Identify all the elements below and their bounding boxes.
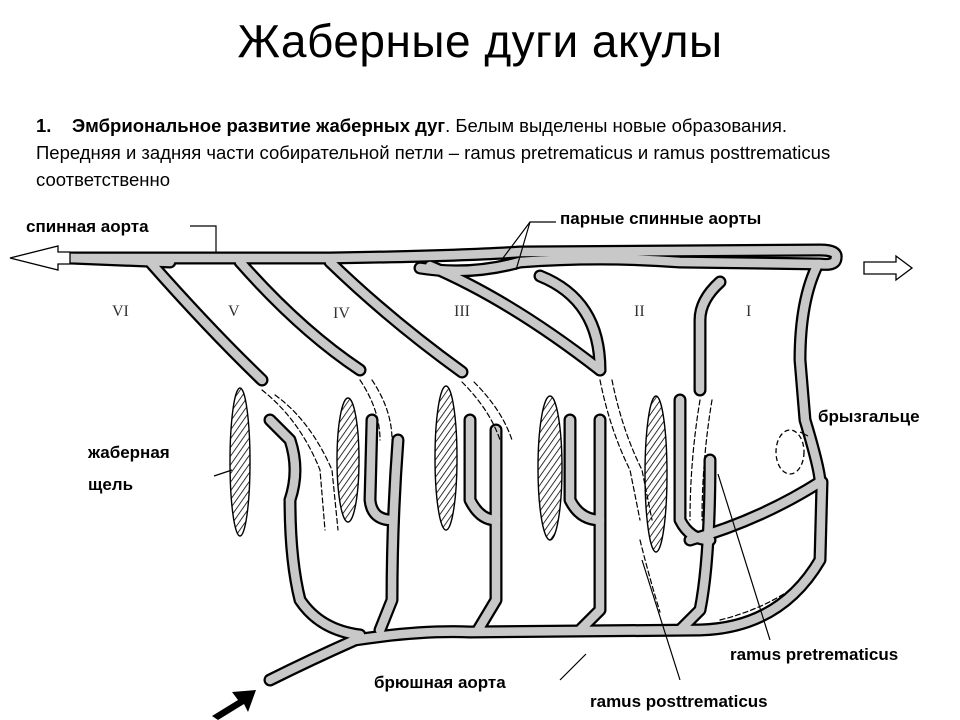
description-heading: Эмбриональное развитие жаберных дуг	[72, 115, 446, 136]
new-formations-dashed	[261, 379, 791, 621]
right-outline-arrow	[863, 254, 914, 282]
gill-slit-1	[229, 387, 251, 537]
description-text-2: Передняя и задняя части собирательной пе…	[36, 142, 831, 190]
label-ramus-posttrematicus: ramus posttrematicus	[590, 692, 768, 711]
label-ventral-aorta: брюшная аорта	[374, 673, 506, 692]
leader-lines	[190, 221, 809, 681]
label-gill-slit-line1: жаберная	[87, 443, 170, 462]
arch-numeral-iv: IV	[333, 305, 350, 322]
label-paired-dorsal-aortae: парные спинные аорты	[560, 209, 761, 228]
description-number: 1.	[36, 115, 52, 136]
arch-numeral-i: I	[746, 303, 751, 320]
arch-numeral-iii: III	[454, 303, 470, 320]
diagram-labels: спинная аорта парные спинные аорты брызг…	[26, 209, 920, 711]
arch-numeral-vi: VI	[112, 303, 129, 320]
label-spiracle: брызгальце	[818, 407, 920, 426]
arch-numeral-v: V	[228, 303, 240, 320]
label-gill-slit-line2: щель	[88, 475, 133, 494]
label-ramus-pretrematicus: ramus pretrematicus	[730, 645, 898, 664]
slide-title: Жаберные дуги акулы	[237, 15, 723, 67]
gill-slits	[229, 385, 668, 553]
left-outline-arrow	[9, 245, 71, 271]
blood-inflow-arrow	[212, 690, 256, 720]
gill-slit-5	[644, 395, 668, 553]
gill-slit-2	[336, 397, 360, 523]
flow-arrows	[9, 245, 914, 720]
vessel-system	[63, 243, 843, 687]
spiracle-outline	[775, 429, 805, 475]
label-dorsal-aorta: спинная аорта	[26, 217, 149, 236]
vessel-fills	[65, 245, 841, 685]
gill-slit-4	[537, 395, 563, 541]
description-paragraph: 1. Эмбриональное развитие жаберных дуг. Б…	[36, 112, 916, 193]
arch-numeral-ii: II	[634, 303, 645, 320]
description-text-1: . Белым выделены новые образования.	[445, 115, 788, 136]
gill-slit-3	[434, 385, 458, 531]
arch-numerals: VI V IV III II I	[112, 303, 751, 322]
